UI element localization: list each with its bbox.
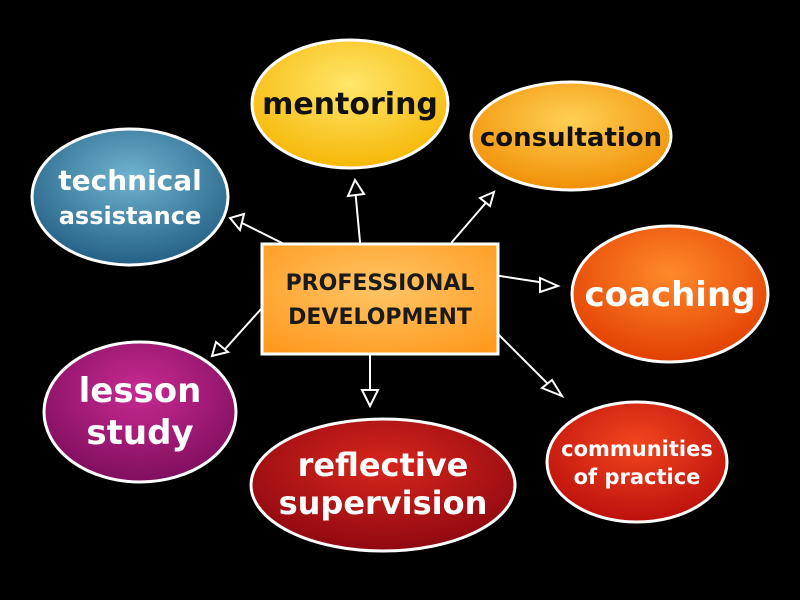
arrow-to-lesson: [210, 307, 263, 358]
node-coaching: coaching: [570, 224, 770, 364]
node-mentoring-label: mentoring: [262, 87, 438, 122]
node-reflective-label-2: supervision: [279, 484, 488, 522]
connectors: [210, 177, 565, 409]
node-reflective: reflective supervision: [249, 417, 517, 553]
node-technical-label-2: assistance: [59, 202, 202, 230]
arrow-to-reflective: [360, 353, 380, 409]
center-label-1: PROFESSIONAL: [286, 271, 475, 296]
node-lesson: lesson study: [42, 340, 238, 484]
node-lesson-label-1: lesson: [79, 371, 202, 411]
arrow-to-communities: [497, 333, 565, 399]
node-reflective-label-1: reflective: [298, 446, 469, 484]
node-technical: technical assistance: [30, 127, 230, 267]
arrow-to-mentoring: [346, 177, 366, 243]
arrow-to-consultation: [451, 190, 496, 243]
node-consultation-label: consultation: [480, 123, 662, 153]
node-coaching-label: coaching: [584, 275, 755, 315]
node-communities-label-2: of practice: [574, 465, 701, 489]
center-node: PROFESSIONAL DEVELOPMENT: [260, 242, 500, 356]
node-mentoring: mentoring: [250, 38, 450, 170]
node-communities-label-1: communities: [561, 437, 713, 461]
node-technical-label-1: technical: [58, 164, 202, 197]
center-label-2: DEVELOPMENT: [288, 305, 472, 330]
arrow-to-technical: [228, 212, 285, 245]
node-communities: communities of practice: [545, 400, 729, 524]
arrow-to-coaching: [499, 275, 561, 294]
node-lesson-label-2: study: [86, 413, 193, 453]
node-consultation: consultation: [469, 80, 673, 192]
